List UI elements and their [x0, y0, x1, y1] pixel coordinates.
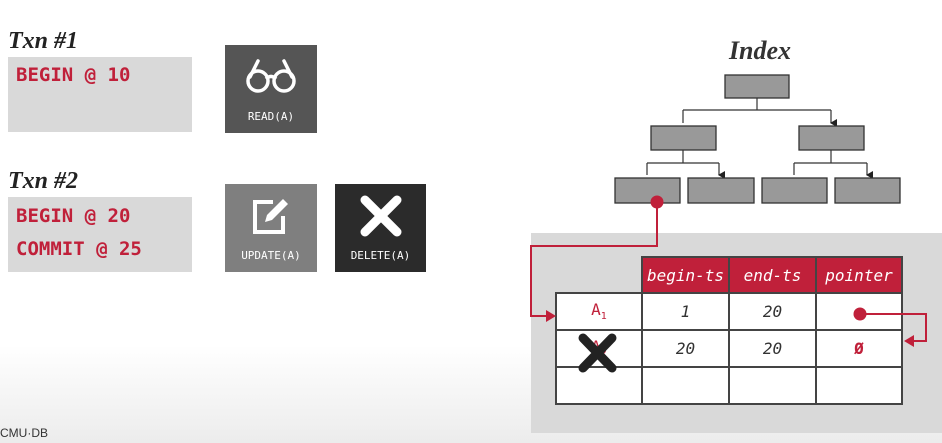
read-op-label: READ(A) [247, 110, 295, 123]
index-leaf-node-2 [687, 177, 755, 204]
txn1-title: Txn #1 [8, 28, 79, 54]
empty-cell [728, 366, 817, 405]
version-table: begin-ts end-ts pointer A1 1 20 A2 20 20… [555, 256, 903, 405]
header-begin-ts: begin-ts [641, 256, 730, 294]
txn2-box [8, 197, 192, 272]
version-key: A [591, 337, 601, 357]
header-end-ts: end-ts [728, 256, 817, 294]
index-leaf-node-3 [761, 177, 828, 204]
index-leaf-node-4 [834, 177, 901, 204]
begin-ts-cell: 1 [641, 292, 730, 331]
txn1-begin: BEGIN @ 10 [16, 64, 131, 86]
end-ts-cell: 20 [728, 292, 817, 331]
txn2-title: Txn #2 [8, 168, 79, 194]
end-ts-cell: 20 [728, 329, 817, 368]
table-row: A2 20 20 Ø [555, 329, 903, 368]
version-key-cell: A2 [555, 329, 643, 368]
empty-cell [815, 366, 903, 405]
edit-icon [253, 199, 288, 234]
index-leaf-node-1 [614, 177, 681, 204]
header-blank-cell [556, 257, 643, 294]
version-key-subscript: 2 [600, 348, 607, 360]
update-op-label: UPDATE(A) [241, 249, 301, 262]
txn2-begin: BEGIN @ 20 [16, 205, 131, 227]
cmu-db-logo: CMU·DB [0, 426, 48, 440]
empty-cell [555, 366, 643, 405]
delete-op-label: DELETE(A) [350, 249, 411, 262]
pointer-cell [815, 292, 903, 331]
table-row: A1 1 20 [555, 292, 903, 331]
read-op-tile: READ(A) [225, 45, 317, 133]
version-key: A [591, 300, 601, 320]
table-row [555, 366, 903, 405]
version-key-subscript: 1 [600, 311, 607, 323]
index-title: Index [728, 36, 792, 65]
index-inner-node-right [798, 125, 865, 151]
delete-op-tile: DELETE(A) [335, 184, 426, 272]
index-inner-node-left [650, 125, 717, 151]
empty-cell [641, 366, 730, 405]
txn2-commit: COMMIT @ 25 [16, 238, 142, 260]
version-key-cell: A1 [555, 292, 643, 331]
x-icon [360, 195, 401, 237]
glasses-icon [246, 59, 296, 93]
index-root-node [724, 74, 790, 99]
txn1-box [8, 57, 192, 132]
pointer-cell-null: Ø [815, 329, 903, 368]
begin-ts-cell: 20 [641, 329, 730, 368]
header-pointer: pointer [815, 256, 903, 294]
version-table-header: begin-ts end-ts pointer [556, 256, 903, 294]
update-op-tile: UPDATE(A) [225, 184, 317, 272]
